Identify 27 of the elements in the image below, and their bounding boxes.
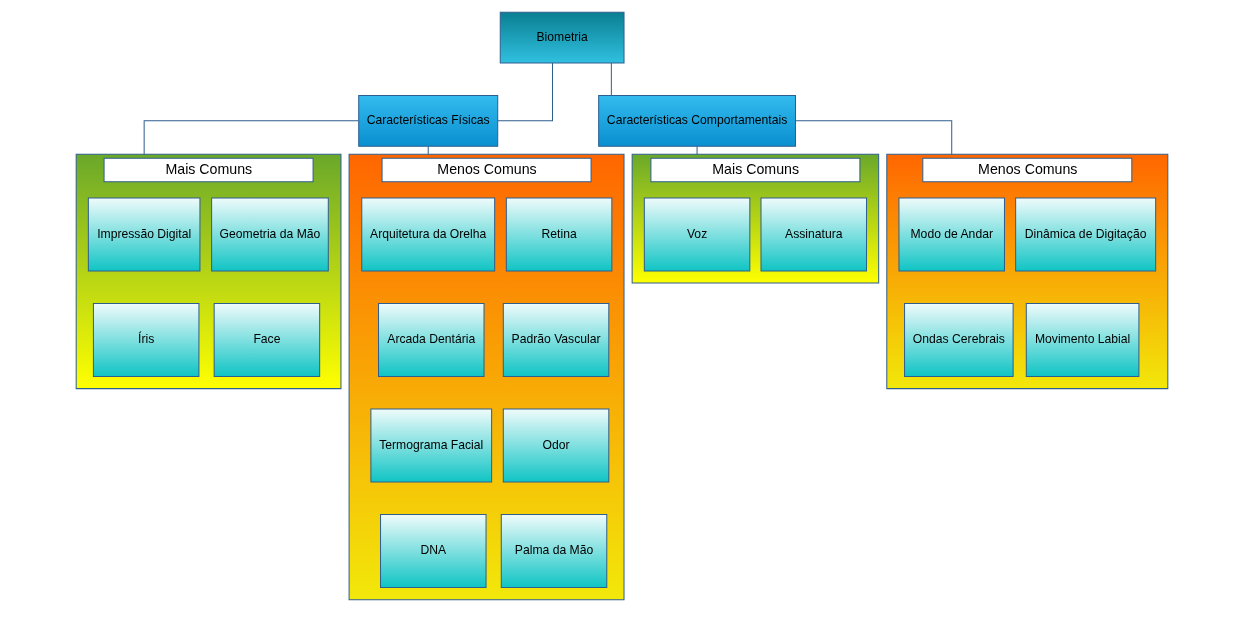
node-box: DNA: [379, 513, 487, 588]
node-box: Movimento Labial: [1025, 302, 1139, 377]
node-box: Íris: [92, 302, 199, 377]
node-box: Palma da Mão: [500, 513, 607, 588]
node-box: Características Comportamentais: [597, 94, 796, 147]
connector: [143, 120, 359, 155]
connector: [610, 62, 612, 96]
node-box: Face: [213, 302, 320, 377]
node-box: Padrão Vascular: [502, 302, 609, 377]
connector: [794, 120, 952, 155]
node-box: Odor: [502, 408, 609, 483]
node-box: Arquitetura da Orelha: [360, 197, 495, 272]
node-box: Assinatura: [760, 197, 867, 272]
node-box: Voz: [643, 197, 750, 272]
node-box: Arcada Dentária: [377, 302, 485, 377]
connector: [497, 62, 553, 122]
node-box: Dinâmica de Digitação: [1014, 197, 1156, 272]
node-box: Biometria: [499, 11, 625, 64]
node-box: Termograma Facial: [369, 408, 492, 483]
connector: [427, 145, 429, 155]
node-box: Geometria da Mão: [210, 197, 329, 272]
connector: [696, 145, 698, 155]
node-box: Retina: [505, 197, 612, 272]
node-box: Modo de Andar: [897, 197, 1005, 272]
node-box: Impressão Digital: [87, 197, 200, 272]
node-box: Características Físicas: [357, 94, 498, 147]
node-box: Ondas Cerebrais: [903, 302, 1014, 377]
